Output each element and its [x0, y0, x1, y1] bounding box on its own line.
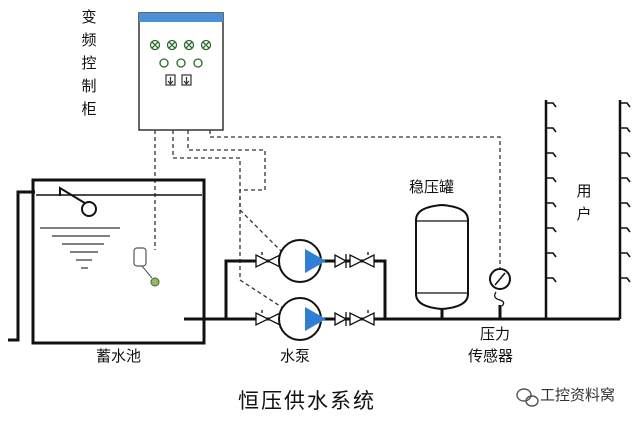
- inlet-pipe: [8, 190, 35, 342]
- reservoir-label: 蓄水池: [96, 347, 142, 365]
- water-surface: [40, 227, 120, 269]
- pump-lower: [278, 297, 326, 341]
- pressure-gauge: [489, 268, 511, 307]
- sensor-label-line1: 压力: [480, 325, 511, 343]
- control-cabinet: [138, 12, 224, 131]
- pressure-tank: [415, 203, 469, 311]
- reservoir: [31, 178, 206, 345]
- valves: [255, 252, 375, 327]
- cabinet-top-bar: [139, 13, 223, 22]
- wechat-logo-icon: [516, 388, 539, 407]
- tank-label: 稳压罐: [409, 178, 455, 196]
- pump-arrow-icon: [305, 307, 326, 331]
- control-wires: [154, 130, 501, 309]
- float-ball: [81, 201, 97, 217]
- cabinet-switches: [165, 74, 192, 86]
- float-arm: [59, 186, 89, 206]
- watermark-text: 工控资料窝: [540, 386, 616, 404]
- pump-upper: [278, 239, 326, 283]
- cabinet-label: 变频控制柜: [81, 8, 97, 118]
- pump-label: 水泵: [280, 347, 311, 365]
- user-taps: [546, 102, 631, 283]
- pump-arrow-icon: [305, 249, 326, 273]
- sensor-label-line2: 传感器: [468, 347, 514, 365]
- user-risers: [544, 100, 622, 319]
- check-valves: [334, 253, 348, 327]
- level-sensor: [133, 247, 147, 267]
- diagram-title: 恒压供水系统: [238, 389, 376, 413]
- level-probe: [150, 277, 160, 287]
- pipework: [184, 259, 620, 321]
- users-label: 用户: [576, 182, 592, 223]
- cabinet-knobs: [159, 58, 203, 68]
- cabinet-indicators: [149, 39, 212, 51]
